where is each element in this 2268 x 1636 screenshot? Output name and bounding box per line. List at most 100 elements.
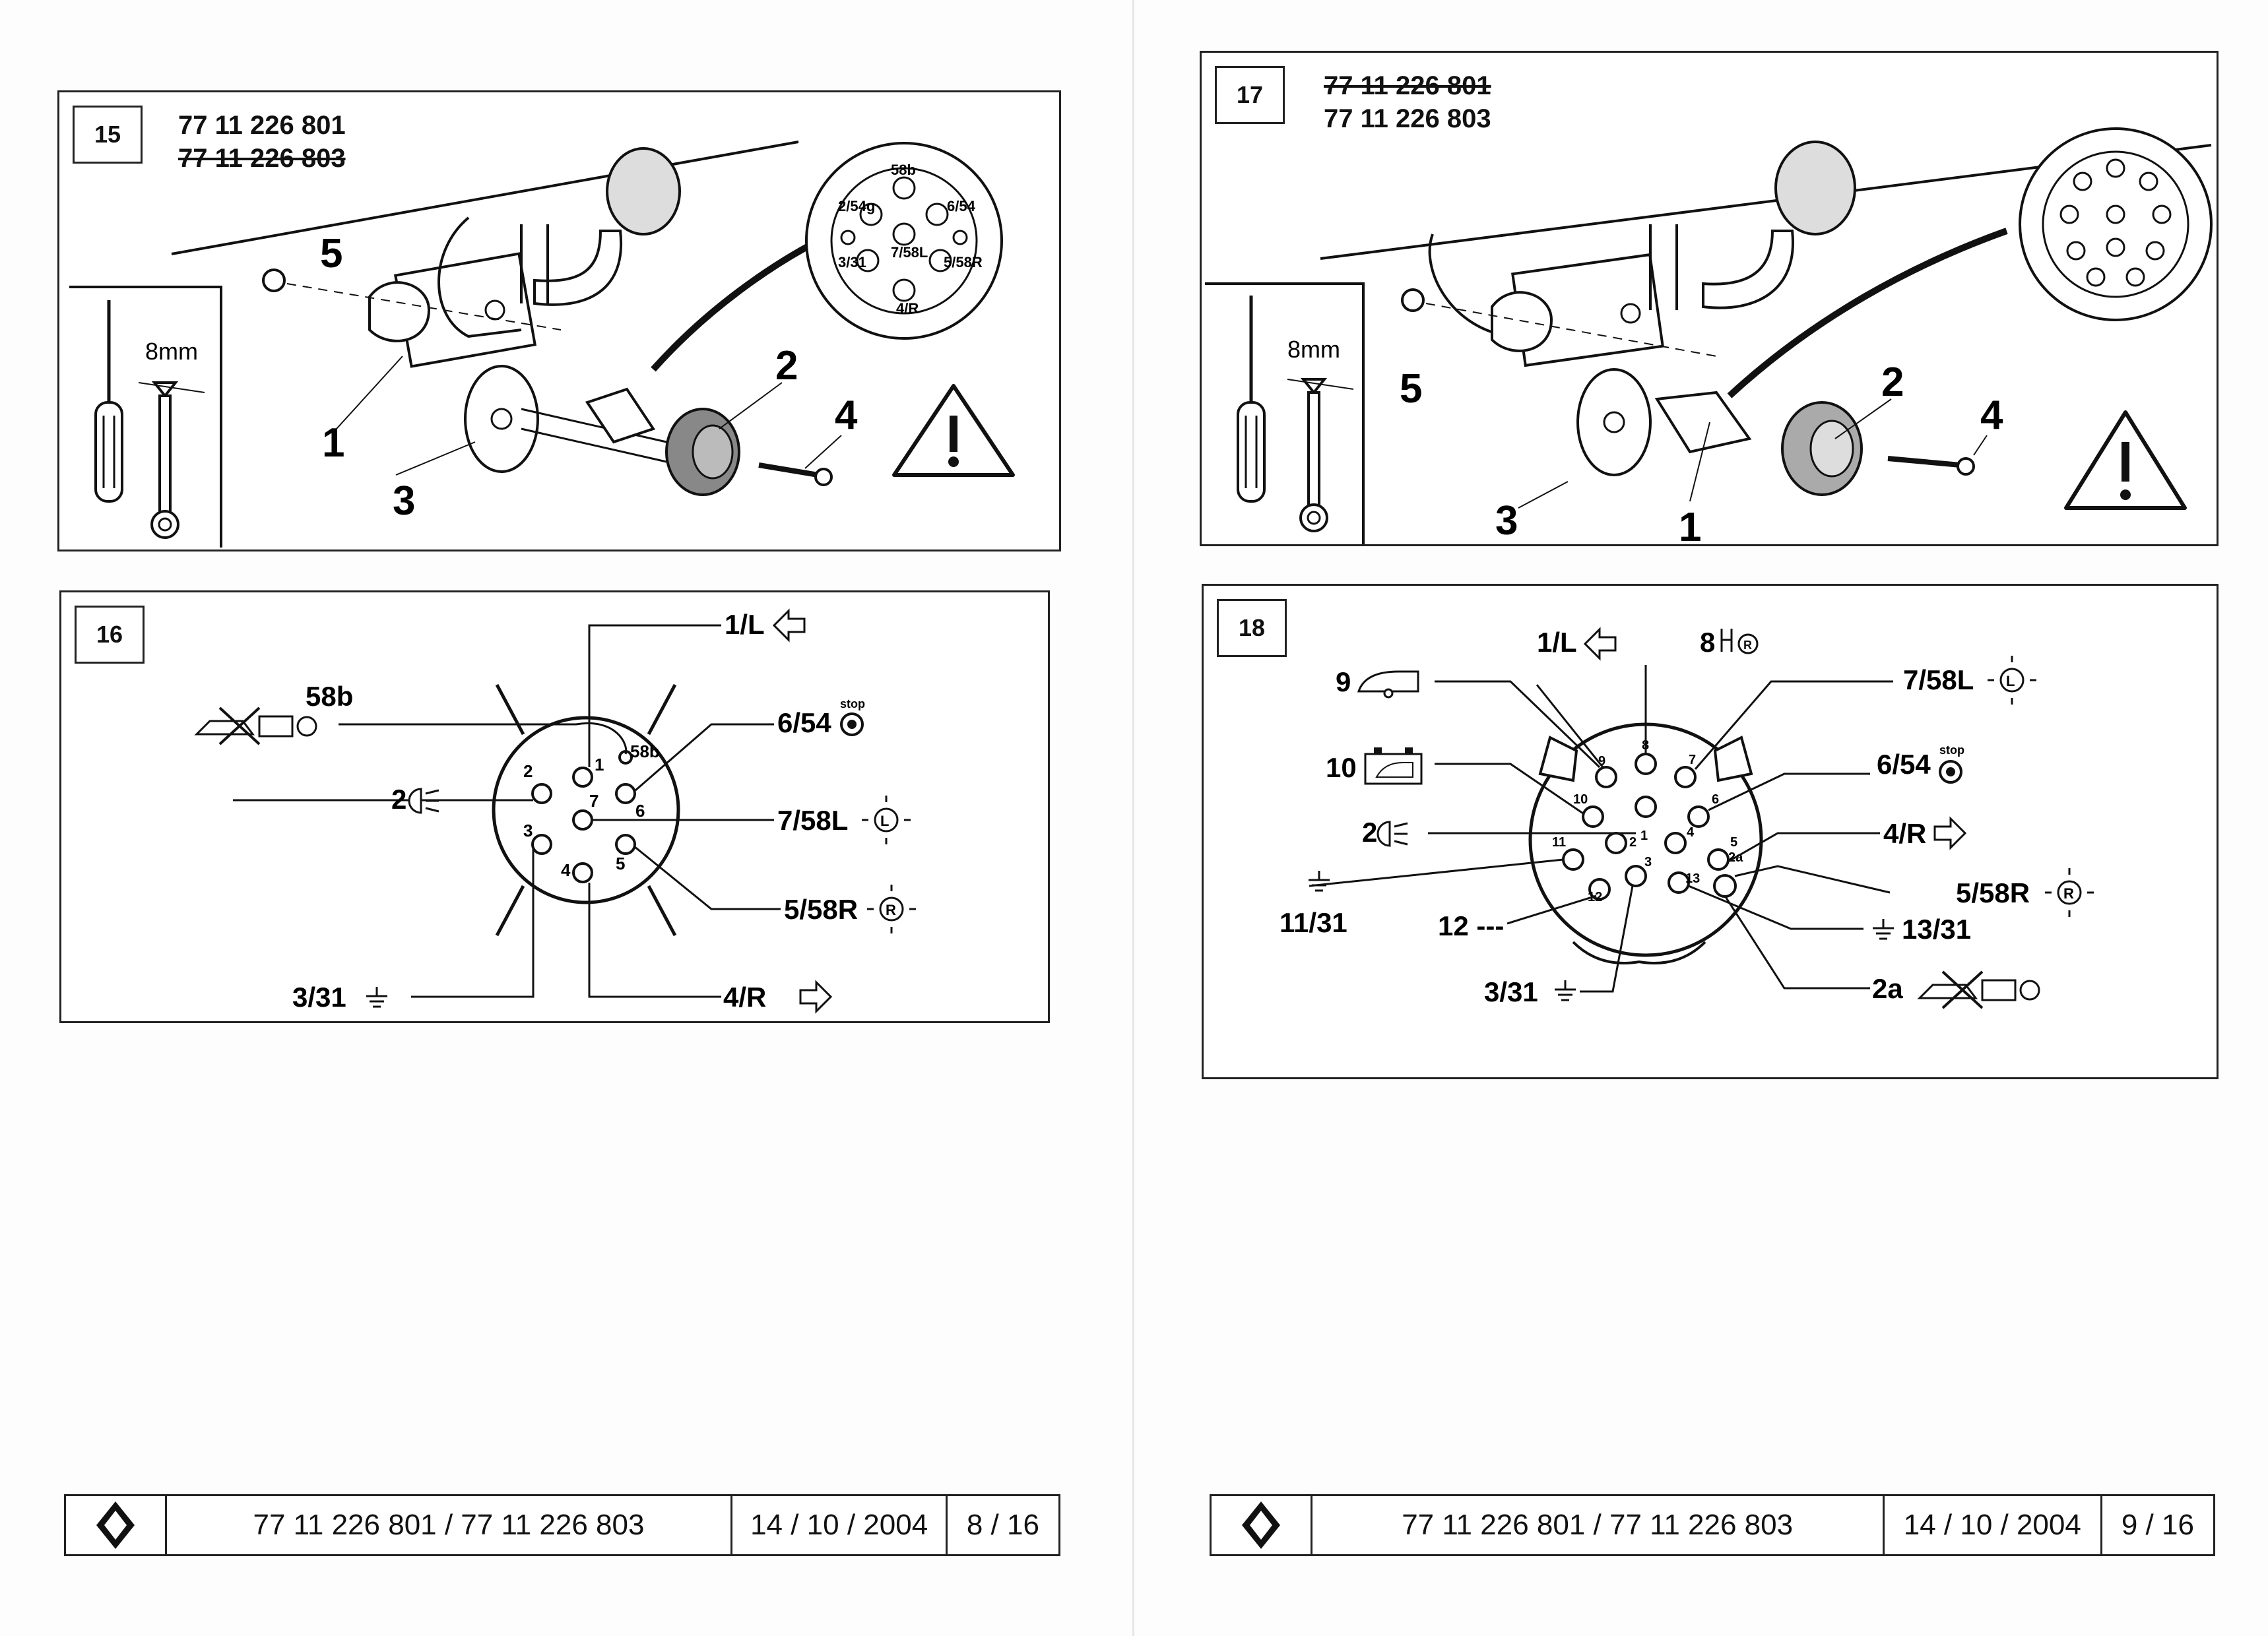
footer-reference: 77 11 226 801 / 77 11 226 803 — [167, 1496, 733, 1554]
pin-9: 9 — [1598, 754, 1605, 769]
caravan-icon — [1357, 670, 1419, 699]
arrow-left-icon — [772, 608, 806, 643]
reference-struck: 77 11 226 801 — [1324, 71, 1491, 100]
pin-6: 6 — [635, 801, 645, 821]
position-light-icon: R — [867, 885, 916, 933]
mounting-bracket — [368, 216, 537, 368]
tow-bar-assembly-drawing: 8mm — [69, 141, 1015, 548]
reference-active: 77 11 226 801 — [178, 111, 346, 140]
position-light-icon: L — [1988, 656, 2036, 705]
footer-date: 14 / 10 / 2004 — [732, 1496, 948, 1554]
label-5-58R: 5/58R — [784, 894, 858, 925]
callout-1: 1 — [1679, 505, 1701, 544]
socket-pin-label: 2/54g — [838, 198, 875, 214]
socket-pin-label: 3/31 — [838, 254, 866, 270]
mounting-bracket — [1428, 234, 1664, 367]
pin-2: 2 — [1629, 835, 1636, 850]
page-fold — [1132, 0, 1134, 1636]
panel-18: 1 2 2a 3 4 5 6 7 8 9 10 11 12 13 — [1202, 584, 2219, 1079]
wrench-icon — [1287, 378, 1354, 532]
reverse-gear-icon: R — [1720, 629, 1759, 654]
socket-pin-label: 6/54 — [947, 198, 976, 214]
brake-light-icon — [840, 712, 864, 736]
pin-6: 6 — [1712, 792, 1719, 807]
pin-3: 3 — [523, 821, 533, 840]
label-6-54: 6/54 — [1877, 749, 1931, 780]
callout-5: 5 — [1400, 366, 1422, 412]
tool-size-label: 8mm — [145, 338, 198, 365]
pin-4: 4 — [1687, 825, 1695, 840]
pin-3: 3 — [1644, 855, 1652, 869]
label-2a: 2a — [1872, 973, 1903, 1004]
ground-icon — [1309, 871, 1330, 892]
panel-15: 8mm — [57, 90, 1061, 551]
pin-7: 7 — [589, 791, 599, 811]
pin-58b: 58b — [630, 741, 660, 761]
pin-10: 10 — [1573, 792, 1588, 807]
pin-1: 1 — [1640, 829, 1648, 843]
step-number-16: 16 — [75, 606, 145, 664]
footer-date: 14 / 10 / 2004 — [1885, 1496, 2102, 1554]
pin-5: 5 — [1730, 835, 1737, 850]
pin-4: 4 — [561, 860, 571, 880]
label-10: 10 — [1326, 752, 1357, 783]
step-number-15: 15 — [73, 106, 143, 164]
brake-light-icon — [1939, 760, 1962, 784]
warning-icon — [2064, 410, 2187, 510]
fog-lamp-icon — [1377, 821, 1408, 847]
tow-bar-assembly-drawing: 8mm — [1205, 127, 2213, 544]
arrow-left-icon — [1583, 627, 1617, 661]
caravan-disconnect-icon — [1917, 970, 2040, 1009]
callout-5: 5 — [320, 231, 342, 276]
tool-size-label: 8mm — [1287, 336, 1340, 363]
label-13-31: 13/31 — [1902, 914, 1971, 945]
svg-text:R: R — [2063, 885, 2074, 902]
seven-pin-wiring-diagram: 1 2 3 4 5 6 7 58b 1/L — [194, 608, 916, 1014]
label-3-31: 3/31 — [292, 982, 346, 1013]
caravan-disconnect-icon — [194, 707, 317, 745]
svg-text:L: L — [880, 813, 889, 829]
tow-ball — [520, 147, 681, 306]
label-4-R: 4/R — [723, 982, 766, 1013]
footer-page-number: 8 / 16 — [966, 1509, 1039, 1541]
callout-4: 4 — [835, 393, 858, 438]
warning-icon — [892, 384, 1015, 477]
position-light-icon: L — [862, 796, 911, 844]
label-5-58R: 5/58R — [1956, 877, 2030, 908]
step-number-17: 17 — [1215, 66, 1285, 124]
page-footer: 77 11 226 801 / 77 11 226 803 14 / 10 / … — [64, 1494, 1060, 1556]
pin-13: 13 — [1685, 871, 1700, 886]
label-9: 9 — [1336, 666, 1351, 697]
arrow-right-icon — [799, 980, 833, 1014]
reference-active: 77 11 226 803 — [1324, 104, 1491, 133]
socket-pin-label: 4/R — [896, 300, 919, 317]
position-light-icon: R — [2045, 868, 2094, 917]
page-footer: 77 11 226 801 / 77 11 226 803 14 / 10 / … — [1210, 1494, 2215, 1556]
pin-2: 2 — [523, 761, 533, 781]
callout-2: 2 — [775, 343, 798, 389]
svg-text:R: R — [1743, 639, 1752, 652]
callout-4: 4 — [1980, 393, 2003, 438]
label-1-L: 1/L — [725, 609, 765, 640]
label-2: 2 — [391, 784, 406, 815]
socket-face-detail — [2019, 127, 2213, 321]
callout-3: 3 — [1495, 498, 1518, 544]
ground-icon — [1555, 980, 1576, 1001]
pin-11: 11 — [1552, 835, 1566, 850]
callout-3: 3 — [393, 478, 415, 524]
label-3-31: 3/31 — [1484, 976, 1538, 1007]
screwdriver-icon — [94, 300, 123, 503]
label-stop: stop — [1939, 743, 1964, 757]
label-11-31: 11/31 — [1280, 907, 1347, 938]
label-12: 12 --- — [1438, 910, 1504, 941]
thirteen-pin-wiring-diagram: 1 2 2a 3 4 5 6 7 8 9 10 11 12 13 — [1280, 627, 2094, 1009]
panel-17: 8mm — [1200, 51, 2219, 546]
socket-face-detail: 58b 2/54g 6/54 3/31 7/58L 5/58R 4/R — [805, 142, 1003, 340]
reference-struck: 77 11 226 803 — [178, 144, 346, 173]
left-page: 8mm — [57, 90, 1061, 1556]
right-page: 8mm — [1134, 0, 2268, 1636]
step-number-18: 18 — [1217, 599, 1287, 657]
footer-page-number: 9 / 16 — [2121, 1509, 2194, 1541]
socket-pin-label: 58b — [891, 162, 916, 178]
ground-icon — [366, 987, 387, 1008]
